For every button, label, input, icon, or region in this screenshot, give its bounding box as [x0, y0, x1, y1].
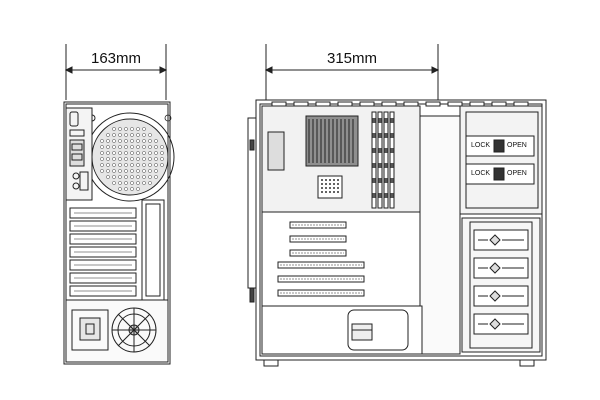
chipset-heatsink	[317, 175, 343, 199]
width-dimension-line	[64, 44, 168, 100]
side-view	[247, 44, 547, 367]
depth-dimension-label: 315mm	[326, 50, 378, 67]
rear-fan-grille	[85, 112, 175, 202]
width-dimension-label: 163mm	[90, 50, 142, 67]
memory-slots	[371, 111, 395, 209]
top-vents	[271, 101, 529, 107]
drive-cage-5-25	[459, 105, 543, 215]
expansion-slot-covers	[69, 207, 137, 297]
power-supply-bay	[65, 299, 169, 363]
pci-slots	[277, 221, 365, 297]
bay-2-open-label: OPEN	[507, 170, 527, 177]
bay-1-open-label: OPEN	[507, 142, 527, 149]
drive-cage-3-5	[461, 217, 541, 353]
io-panel	[65, 107, 93, 201]
bay-2-lock-label: LOCK	[471, 170, 491, 177]
rear-edge	[247, 117, 257, 303]
depth-dimension-line	[264, 44, 440, 100]
cpu-heatsink	[305, 115, 359, 167]
side-psu	[261, 305, 423, 355]
bay-1-lock-label: LOCK	[471, 142, 491, 149]
rear-view	[63, 44, 175, 365]
